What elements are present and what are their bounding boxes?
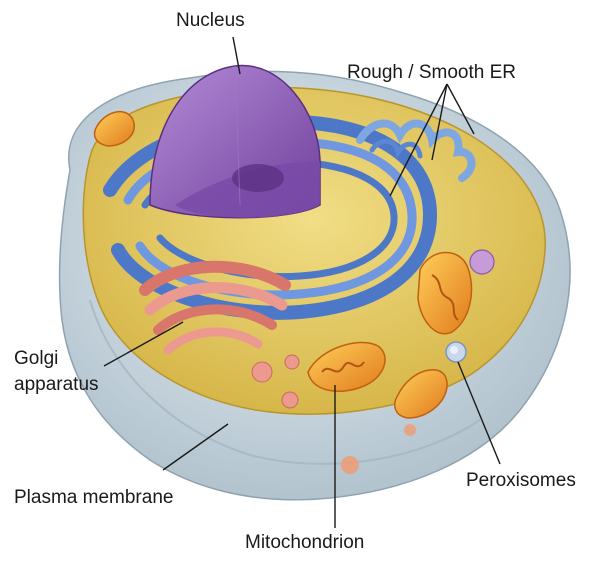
peroxisome-shape <box>446 342 466 362</box>
mitochondrion-label: Mitochondrion <box>245 532 364 554</box>
peroxisomes-label: Peroxisomes <box>466 470 576 492</box>
golgi-label-line2: apparatus <box>14 374 99 396</box>
nucleus-label: Nucleus <box>176 10 245 32</box>
golgi-label-line1: Golgi <box>14 348 58 370</box>
er-label: Rough / Smooth ER <box>347 62 516 84</box>
plasma-membrane-label: Plasma membrane <box>14 487 173 509</box>
